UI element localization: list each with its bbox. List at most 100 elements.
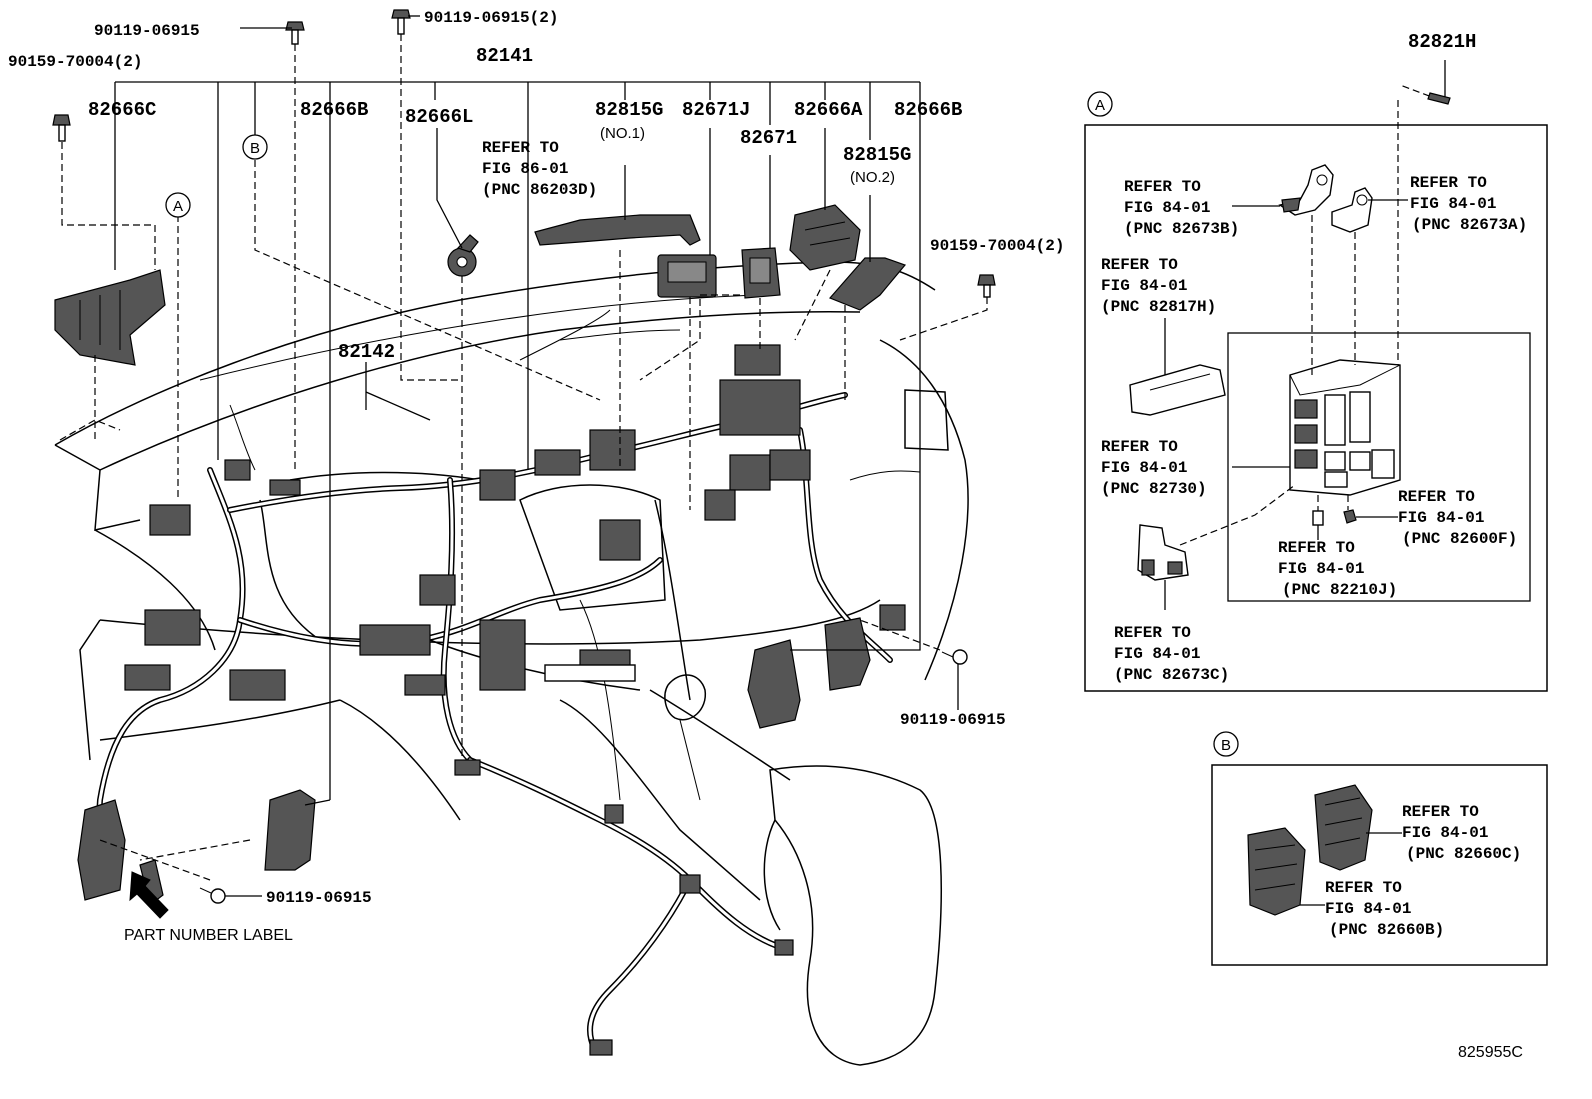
refer-82660C: REFER TO FIG 84-01 (PNC 82660C) xyxy=(1402,803,1521,863)
svg-text:B: B xyxy=(250,140,260,157)
bolt-icon-top-left xyxy=(285,21,305,45)
svg-text:(PNC 82673B): (PNC 82673B) xyxy=(1124,220,1239,238)
svg-text:REFER TO: REFER TO xyxy=(1124,178,1201,196)
label-82142: 82142 xyxy=(338,341,395,363)
label-bolt-top2: 90119-06915(2) xyxy=(424,9,558,27)
refer-82817H: REFER TO FIG 84-01 (PNC 82817H) xyxy=(1101,256,1216,316)
label-82815G-no2-note: (NO.2) xyxy=(850,169,895,186)
part-82817H-cover xyxy=(1129,364,1226,416)
label-82666B-right: 82666B xyxy=(894,99,962,121)
svg-text:FIG 84-01: FIG 84-01 xyxy=(1278,560,1364,578)
svg-text:REFER TO: REFER TO xyxy=(1398,488,1475,506)
label-82815G-no1-note: (NO.1) xyxy=(600,125,645,142)
label-82141: 82141 xyxy=(476,45,533,67)
svg-text:FIG 84-01: FIG 84-01 xyxy=(1410,195,1496,213)
bolt-icon-right xyxy=(977,274,996,298)
svg-text:REFER TO: REFER TO xyxy=(1410,174,1487,192)
part-82671J-switch xyxy=(657,254,717,298)
svg-text:(PNC 82730): (PNC 82730) xyxy=(1101,480,1207,498)
bolt-icon-mid-right xyxy=(941,649,968,665)
callout-circle-B-main: B xyxy=(242,134,268,160)
svg-text:(PNC 82210J): (PNC 82210J) xyxy=(1282,581,1397,599)
refer-82673B: REFER TO FIG 84-01 (PNC 82673B) xyxy=(1124,178,1239,238)
refer-82660B: REFER TO FIG 84-01 (PNC 82660B) xyxy=(1325,879,1444,939)
svg-text:FIG 84-01: FIG 84-01 xyxy=(1114,645,1200,663)
svg-text:FIG 84-01: FIG 84-01 xyxy=(1124,199,1210,217)
label-82815G-no2: 82815G xyxy=(843,144,911,166)
refer-82673A: REFER TO FIG 84-01 (PNC 82673A) xyxy=(1410,174,1527,234)
refer-fig86-01: REFER TO FIG 86-01 (PNC 86203D) xyxy=(482,139,597,199)
svg-text:REFER TO: REFER TO xyxy=(1101,256,1178,274)
part-relay-block xyxy=(1289,359,1401,496)
label-82666A: 82666A xyxy=(794,99,863,121)
part-82815G-no1-bracket xyxy=(534,214,701,246)
svg-text:FIG 86-01: FIG 86-01 xyxy=(482,160,568,178)
leader-lines xyxy=(59,15,1446,897)
svg-text:FIG 84-01: FIG 84-01 xyxy=(1402,824,1488,842)
svg-text:(PNC 82660C): (PNC 82660C) xyxy=(1406,845,1521,863)
svg-text:(PNC 82817H): (PNC 82817H) xyxy=(1101,298,1216,316)
detail-panel-A: A xyxy=(1084,91,1548,692)
svg-text:REFER TO: REFER TO xyxy=(1402,803,1479,821)
part-82673B-bracket xyxy=(1278,164,1334,216)
svg-text:A: A xyxy=(173,198,183,215)
part-number-label-arrow-icon xyxy=(129,871,169,919)
part-82600F-fuse xyxy=(1343,509,1357,524)
label-bolt-right: 90159-70004(2) xyxy=(930,237,1064,255)
part-labels: 82141 82142 82666C 82666B 82666L 82815G … xyxy=(8,9,1523,1061)
part-82666L-clamp xyxy=(447,234,479,277)
svg-text:(PNC 82660B): (PNC 82660B) xyxy=(1329,921,1444,939)
part-82660B-block xyxy=(1247,827,1306,916)
svg-text:FIG 84-01: FIG 84-01 xyxy=(1325,900,1411,918)
part-82821H-cover xyxy=(1427,92,1451,105)
harness-connectors xyxy=(124,344,906,1056)
svg-text:B: B xyxy=(1221,737,1231,754)
part-right-junction-block xyxy=(747,617,871,729)
part-82673A-bracket xyxy=(1331,187,1373,233)
svg-text:REFER TO: REFER TO xyxy=(1101,438,1178,456)
label-82821H: 82821H xyxy=(1408,31,1476,53)
part-82666C-relay-block xyxy=(54,269,166,366)
label-bolt-bottom: 90119-06915 xyxy=(266,889,372,907)
callout-circle-A-main: A xyxy=(165,192,191,218)
label-82671: 82671 xyxy=(740,127,797,149)
svg-text:(PNC 82673C): (PNC 82673C) xyxy=(1114,666,1229,684)
refer-82210J: REFER TO FIG 84-01 (PNC 82210J) xyxy=(1278,539,1397,599)
label-82671J: 82671J xyxy=(682,99,750,121)
label-82666C: 82666C xyxy=(88,99,156,121)
svg-text:REFER TO: REFER TO xyxy=(1325,879,1402,897)
label-bolt-left: 90159-70004(2) xyxy=(8,53,142,71)
part-82815G-no2-bracket xyxy=(828,257,907,311)
label-part-number-label: PART NUMBER LABEL xyxy=(124,927,293,944)
svg-text:A: A xyxy=(1095,97,1105,114)
label-82666B-left: 82666B xyxy=(300,99,368,121)
label-bolt-top1: 90119-06915 xyxy=(94,22,200,40)
label-82815G-no1: 82815G xyxy=(595,99,663,121)
part-82666B-lower-block xyxy=(264,789,316,871)
part-82210J-fuse xyxy=(1312,510,1324,526)
part-lower-left-connector xyxy=(77,799,164,907)
svg-text:(PNC 82600F): (PNC 82600F) xyxy=(1402,530,1517,548)
refer-82673C: REFER TO FIG 84-01 (PNC 82673C) xyxy=(1114,624,1229,684)
detail-panel-B: B REFER TO FIG 84-01 (PNC 82660C) REFER TO… xyxy=(1211,731,1548,966)
bolt-icon-top-mid xyxy=(391,9,411,35)
label-bolt-mid-right: 90119-06915 xyxy=(900,711,1006,729)
svg-text:REFER TO: REFER TO xyxy=(482,139,559,157)
part-82673C-bracket xyxy=(1137,524,1189,581)
svg-text:REFER TO: REFER TO xyxy=(1114,624,1191,642)
refer-82600F: REFER TO FIG 84-01 (PNC 82600F) xyxy=(1398,488,1517,548)
svg-text:FIG 84-01: FIG 84-01 xyxy=(1398,509,1484,527)
part-82666A-junction-block xyxy=(789,204,861,271)
dashboard-outline xyxy=(54,261,969,1066)
part-82671-switch xyxy=(741,247,781,299)
label-82666L: 82666L xyxy=(405,106,473,128)
svg-text:(PNC 86203D): (PNC 86203D) xyxy=(482,181,597,199)
bolt-icon-bottom xyxy=(199,887,226,904)
svg-text:REFER TO: REFER TO xyxy=(1278,539,1355,557)
label-figure-code: 825955C xyxy=(1458,1044,1523,1061)
svg-text:FIG 84-01: FIG 84-01 xyxy=(1101,277,1187,295)
part-82660C-block xyxy=(1314,784,1373,871)
svg-text:(PNC 82673A): (PNC 82673A) xyxy=(1412,216,1527,234)
